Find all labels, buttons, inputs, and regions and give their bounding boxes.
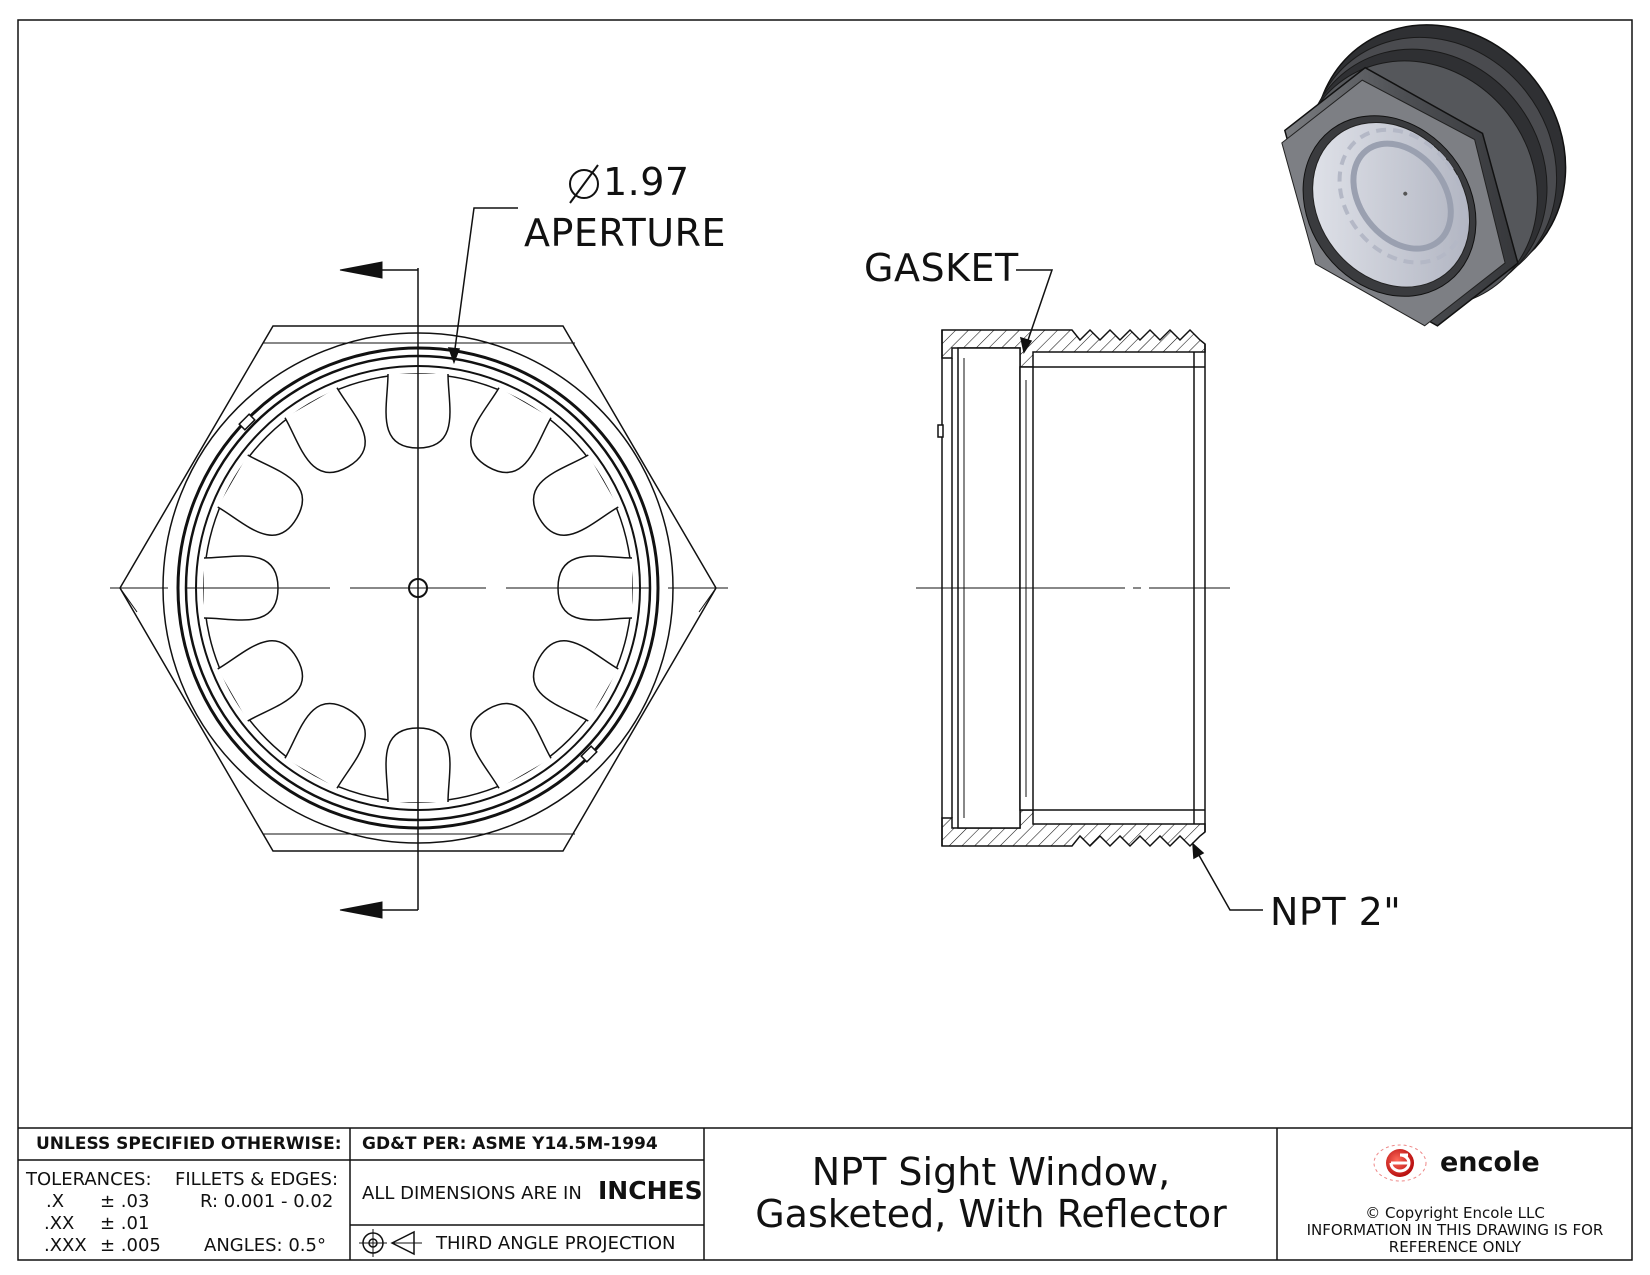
aperture-dimension-value: 1.97 xyxy=(603,160,690,204)
units-value: INCHES xyxy=(598,1176,703,1205)
tolerances-header: TOLERANCES: xyxy=(26,1169,152,1190)
reference-line1: INFORMATION IN THIS DRAWING IS FOR xyxy=(1306,1221,1604,1239)
fillets-header: FILLETS & EDGES: xyxy=(175,1169,339,1190)
thread-label: NPT 2" xyxy=(1270,890,1402,934)
copyright-text: © Copyright Encole LLC xyxy=(1365,1204,1545,1222)
diameter-icon xyxy=(569,164,599,204)
reflector-lobe xyxy=(284,387,366,474)
tolerance-place-xx: .XX xyxy=(44,1213,75,1234)
angles-tolerance: ANGLES: 0.5° xyxy=(204,1235,326,1256)
unless-specified-label: UNLESS SPECIFIED OTHERWISE: xyxy=(36,1134,342,1154)
fillets-value: R: 0.001 - 0.02 xyxy=(200,1191,334,1212)
gasket-label: GASKET xyxy=(864,246,1019,290)
drawing-title-line2: Gasketed, With Reflector xyxy=(755,1192,1227,1236)
third-angle-projection-icon xyxy=(359,1229,422,1257)
center-point xyxy=(408,578,428,598)
encole-logo-icon xyxy=(1373,1144,1427,1182)
tolerance-place-xxx: .XXX xyxy=(44,1235,87,1256)
tolerance-value-xx: ± .01 xyxy=(100,1213,150,1234)
reflector-lobe xyxy=(532,454,619,536)
front-view-centerlines xyxy=(110,268,728,910)
company-name: encole xyxy=(1440,1147,1540,1178)
reflector-lobes xyxy=(203,373,633,803)
tolerance-place-x: .X xyxy=(46,1191,65,1212)
aperture-leader xyxy=(447,207,518,365)
thread-leader xyxy=(1192,842,1263,911)
tolerance-value-x: ± .03 xyxy=(100,1191,150,1212)
reflector-lobe xyxy=(532,640,619,722)
gdt-standard: GD&T PER: ASME Y14.5M-1994 xyxy=(362,1134,658,1154)
reflector-lobe xyxy=(284,702,366,789)
reflector-lobe xyxy=(470,387,552,474)
reflector-lobe xyxy=(217,640,304,722)
section-arrow-bottom xyxy=(339,901,383,919)
tolerance-value-xxx: ± .005 xyxy=(100,1235,161,1256)
reflector-lobe xyxy=(217,454,304,536)
gasket-leader xyxy=(1016,269,1054,354)
reflector-lobe xyxy=(470,702,552,789)
isometric-view xyxy=(1281,24,1567,327)
projection-label: THIRD ANGLE PROJECTION xyxy=(436,1233,676,1254)
sheet-border xyxy=(17,19,1633,1261)
units-prefix: ALL DIMENSIONS ARE IN xyxy=(362,1183,582,1204)
aperture-label: APERTURE xyxy=(524,211,726,255)
reference-line2: REFERENCE ONLY xyxy=(1388,1238,1522,1256)
drawing-title-line1: NPT Sight Window, xyxy=(811,1150,1171,1194)
section-arrows xyxy=(339,261,418,919)
section-arrow-top xyxy=(339,261,383,279)
title-block xyxy=(18,1127,1632,1260)
